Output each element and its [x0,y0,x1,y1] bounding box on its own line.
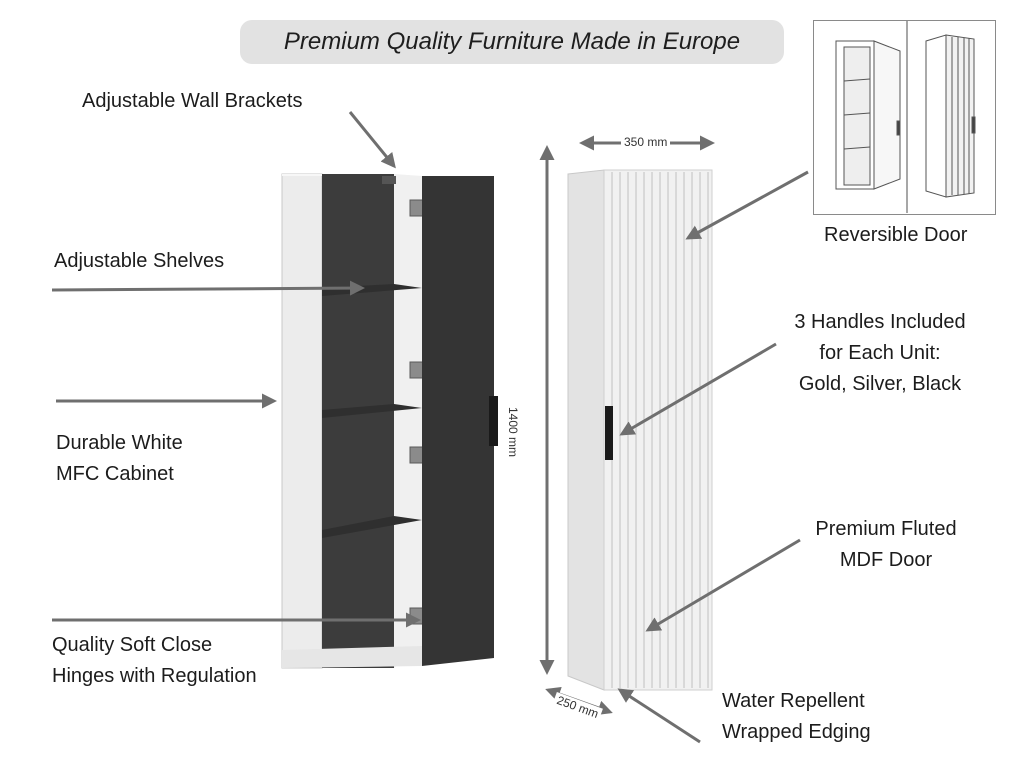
label-wall-brackets: Adjustable Wall Brackets [82,90,303,112]
arrow-wall-brackets [348,111,396,169]
headline-banner: Premium Quality Furniture Made in Europe [240,20,784,64]
arrow-edging [617,688,701,744]
closed-cabinet [567,169,713,691]
hinge-1 [409,199,425,217]
label-hinges: Quality Soft Close Hinges with Regulatio… [52,634,257,687]
label-cabinet: Durable White MFC Cabinet [56,432,183,485]
arrow-reversible [685,170,809,240]
reversible-door-drawing [835,21,976,213]
height-dimension: 1400 mm [506,404,520,461]
arrow-shelves [51,280,365,296]
arrow-fluted [645,538,801,632]
arrow-handles [619,342,777,436]
open-cabinet [281,173,498,669]
reversible-door-inset [813,20,996,215]
label-reversible-door: Reversible Door [824,224,968,246]
headline-text: Premium Quality Furniture Made in Europe [283,28,741,55]
shelf-3 [322,516,422,538]
hinge-2 [409,361,425,379]
open-door [422,176,494,666]
label-shelves: Adjustable Shelves [54,250,225,272]
shelf-2 [322,404,422,418]
hinge-3 [409,446,425,464]
width-dimension: 350 mm [621,135,671,149]
closed-door-handle [605,406,613,460]
label-handles: 3 Handles Included for Each Unit: Gold, … [794,311,966,395]
label-fluted-door: Premium Fluted MDF Door [815,518,957,571]
hinge-4 [409,607,425,625]
label-edging: Water Repellent Wrapped Edging [722,690,871,743]
door-handle [489,396,498,446]
wall-bracket [382,176,396,184]
